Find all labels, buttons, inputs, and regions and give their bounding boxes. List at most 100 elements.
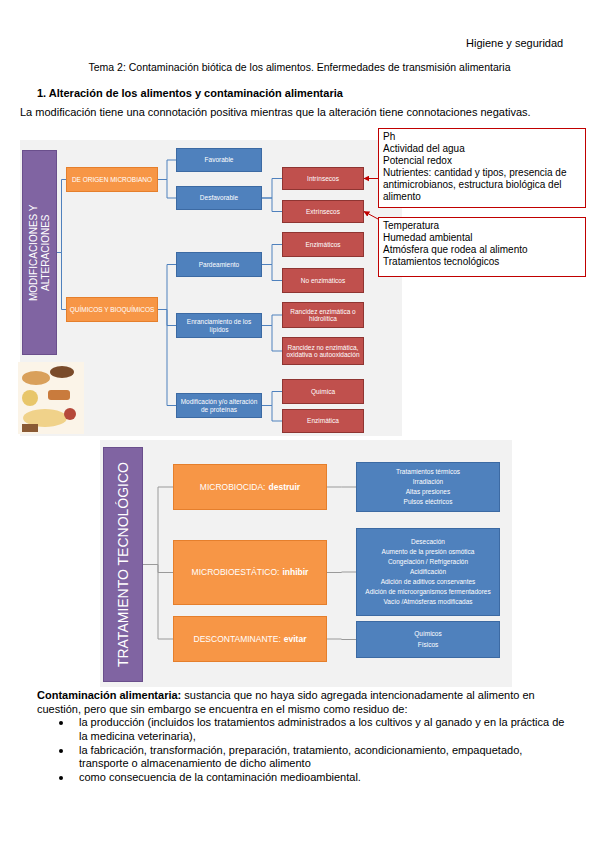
tree-connector: [143, 565, 173, 640]
food-shape: [22, 371, 50, 385]
treatment-box: MICROBIOCIDA:destruir: [173, 464, 327, 510]
bullet-item: la producción (incluidos los tratamiento…: [58, 716, 573, 744]
tree-connector: [327, 639, 356, 641]
node-text: Humedad ambiental: [383, 232, 473, 244]
node-text: Vacío /Atmósferas modificadas: [383, 597, 472, 607]
tree-connector: [262, 179, 282, 199]
tree-connector: [143, 487, 173, 565]
node-text: TRATAMIENTO TECNOLÓGICO: [115, 462, 131, 667]
node-text: Enranciamiento de los lípidos: [177, 318, 261, 333]
treatment-box: MICROBIOESTÁTICO:inhibir: [173, 540, 327, 605]
tree-connector: [158, 160, 176, 180]
node-text: MICROBIOCIDA:: [200, 482, 266, 492]
node-text: No enzimáticos: [299, 277, 347, 284]
node-text: Rancidez enzimática o hidrolítica: [283, 308, 363, 323]
node-text: DE ORIGEN MICROBIANO: [70, 176, 154, 183]
bullet-text: la fabricación, transformación, preparac…: [79, 744, 573, 772]
node-text: Desfavorable: [198, 194, 240, 201]
tree-connector: [327, 487, 356, 488]
tree-connector: [262, 198, 282, 212]
node-text: Enzimática: [305, 417, 341, 424]
node-text: Potencial redox: [383, 155, 452, 167]
factor-box: Química: [282, 379, 364, 404]
node-text: Adición de microorganismos fermentadores: [365, 587, 490, 597]
callout-box: PhActividad del aguaPotencial redoxNutri…: [378, 128, 586, 208]
subcategory-box: Desfavorable: [176, 186, 262, 210]
node-text: Nutrientes: cantidad y tipos, presencia …: [383, 167, 581, 203]
method-list-box: Tratamientos térmicosIrradiaciónAltas pr…: [356, 462, 500, 512]
node-text: Pulsos eléctricos: [404, 497, 453, 507]
node-text: Adición de aditivos conservantes: [381, 577, 476, 587]
factor-box: Enzimática: [282, 409, 364, 433]
term-heading: Contaminación alimentaria:: [37, 689, 181, 701]
tree-connector: [262, 326, 282, 352]
node-text: Tratamientos térmicos: [396, 467, 460, 477]
bullet-dot: [59, 776, 63, 780]
node-text: Químicos: [414, 629, 441, 639]
running-header: Higiene y seguridad: [466, 37, 591, 51]
bullet-dot: [59, 721, 63, 725]
subcategory-box: Modificación y/o alteración de proteínas: [176, 393, 262, 418]
subcategory-box: Favorable: [176, 148, 262, 172]
food-shape: [22, 424, 38, 432]
tree-connector: [158, 265, 176, 310]
tree-connector: [158, 310, 176, 326]
category-band: TRATAMIENTO TECNOLÓGICO: [103, 447, 143, 682]
node-text: destruir: [269, 482, 301, 492]
node-text: Enzimáticos: [303, 241, 342, 248]
tree-connector: [143, 565, 173, 573]
factor-box: Extrínsecos: [282, 200, 364, 223]
section-heading: 1. Alteración de los alimentos y contami…: [37, 87, 577, 101]
node-text: Favorable: [203, 156, 236, 163]
treatment-box: DESCONTAMINANTE:evitar: [173, 616, 327, 662]
food-shape: [50, 366, 74, 378]
tree-connector: [57, 180, 66, 253]
bullet-list: la producción (incluidos los tratamiento…: [58, 716, 573, 785]
node-text: DESCONTAMINANTE:: [194, 634, 281, 644]
factor-box: Rancidez no enzimática, oxidativa o auto…: [282, 337, 364, 365]
node-text: Irradiación: [413, 477, 443, 487]
node-text: Ph: [383, 131, 395, 143]
diagram-background: [100, 440, 512, 687]
node-text: inhibir: [282, 567, 308, 577]
food-shape: [48, 390, 70, 400]
node-text: Atmósfera que rodea al alimento: [383, 244, 528, 256]
illustration-backdrop: [18, 362, 84, 434]
node-text: Extrínsecos: [304, 208, 342, 215]
tree-connector: [262, 392, 282, 406]
tree-connector: [327, 572, 356, 574]
callout-arrow: [364, 212, 378, 220]
category-box: DE ORIGEN MICROBIANO: [66, 167, 158, 192]
factor-box: Rancidez enzimática o hidrolítica: [282, 302, 364, 328]
category-box: QUÍMICOS Y BIOQUÍMICOS: [66, 297, 158, 322]
tree-connector: [262, 315, 282, 326]
tree-connector: [158, 180, 176, 199]
paragraph: Contaminación alimentaria:sustancia que …: [37, 689, 567, 717]
node-text: Aumento de la presión osmótica: [382, 547, 475, 557]
category-band: MODIFICACIONES Y ALTERACIONES: [22, 150, 57, 355]
node-text: Tratamientos tecnológicos: [383, 256, 499, 268]
bullet-dot: [59, 749, 63, 753]
node-text: Físicos: [418, 640, 439, 650]
tree-connector: [262, 245, 282, 265]
bullet-item: como consecuencia de la contaminación me…: [58, 771, 573, 785]
food-shape: [64, 408, 76, 420]
node-text: Temperatura: [383, 220, 439, 232]
node-text: Pardeamiento: [197, 261, 241, 268]
node-text: Altas presiones: [406, 487, 450, 497]
bullet-item: la fabricación, transformación, preparac…: [58, 744, 573, 772]
factor-box: Intrínsecos: [282, 167, 364, 190]
callout-arrow: [364, 178, 378, 179]
node-text: Actividad del agua: [383, 143, 465, 155]
node-text: Modificación y/o alteración de proteínas: [177, 398, 261, 413]
page-title: Tema 2: Contaminación biótica de los ali…: [0, 61, 599, 73]
node-text: MICROBIOESTÁTICO:: [192, 567, 280, 577]
bullet-text: como consecuencia de la contaminación me…: [79, 771, 573, 785]
method-list-box: DesecaciónAumento de la presión osmótica…: [356, 528, 500, 616]
subcategory-box: Pardeamiento: [176, 252, 262, 277]
tree-connector: [262, 265, 282, 281]
method-list-box: QuímicosFísicos: [356, 621, 500, 658]
tree-connector: [57, 253, 66, 310]
tree-connector: [158, 310, 176, 406]
